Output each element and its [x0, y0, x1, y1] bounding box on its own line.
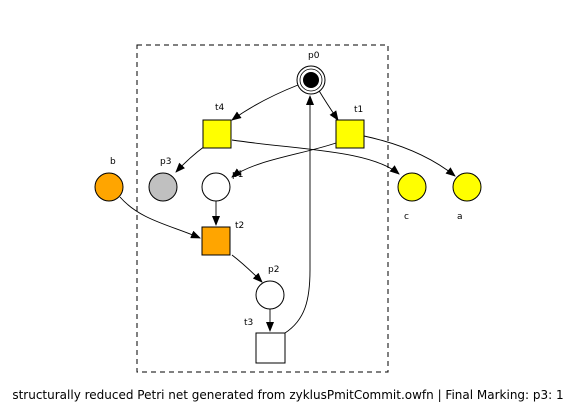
arc-t1-a [363, 135, 456, 177]
place-p3: p3 [148, 157, 178, 202]
arc-t2-p2 [231, 254, 263, 283]
arc-t1-p1 [231, 142, 337, 178]
place-label-p3: p3 [160, 157, 171, 167]
transition-label-t1: t1 [354, 105, 363, 115]
place-label-p0: p0 [308, 51, 320, 61]
token [303, 72, 319, 88]
place-label-p1: p1 [232, 170, 243, 180]
transition-label-t3: t3 [244, 318, 253, 328]
net-boundary [136, 44, 389, 373]
transition-label-t2: t2 [235, 221, 244, 231]
arc-t3-p0 [284, 95, 314, 334]
diagram-caption: structurally reduced Petri net generated… [12, 388, 564, 402]
arc-t4-c [231, 139, 400, 175]
transition-label-t4: t4 [215, 103, 225, 113]
transition-t4: t4 [202, 103, 232, 149]
arc-t4-p3 [175, 145, 206, 173]
place-p2: p2 [255, 265, 285, 310]
arc-p0-t4 [231, 84, 299, 121]
transition-t1: t1 [335, 105, 365, 149]
place-label-a: a [457, 212, 463, 222]
place-b: b [94, 157, 124, 202]
place-c: c [397, 172, 427, 222]
place-label-b: b [110, 157, 116, 167]
arcs [119, 84, 456, 334]
place-p0: p0 [296, 51, 326, 95]
place-label-c: c [404, 212, 409, 222]
transition-t3: t3 [244, 318, 286, 364]
arc-b-t2 [119, 196, 201, 239]
place-a: a [452, 172, 482, 222]
arc-p0-t1 [317, 88, 339, 121]
transition-t2: t2 [201, 221, 244, 256]
place-p1: p1 [201, 170, 243, 202]
place-label-p2: p2 [268, 265, 279, 275]
